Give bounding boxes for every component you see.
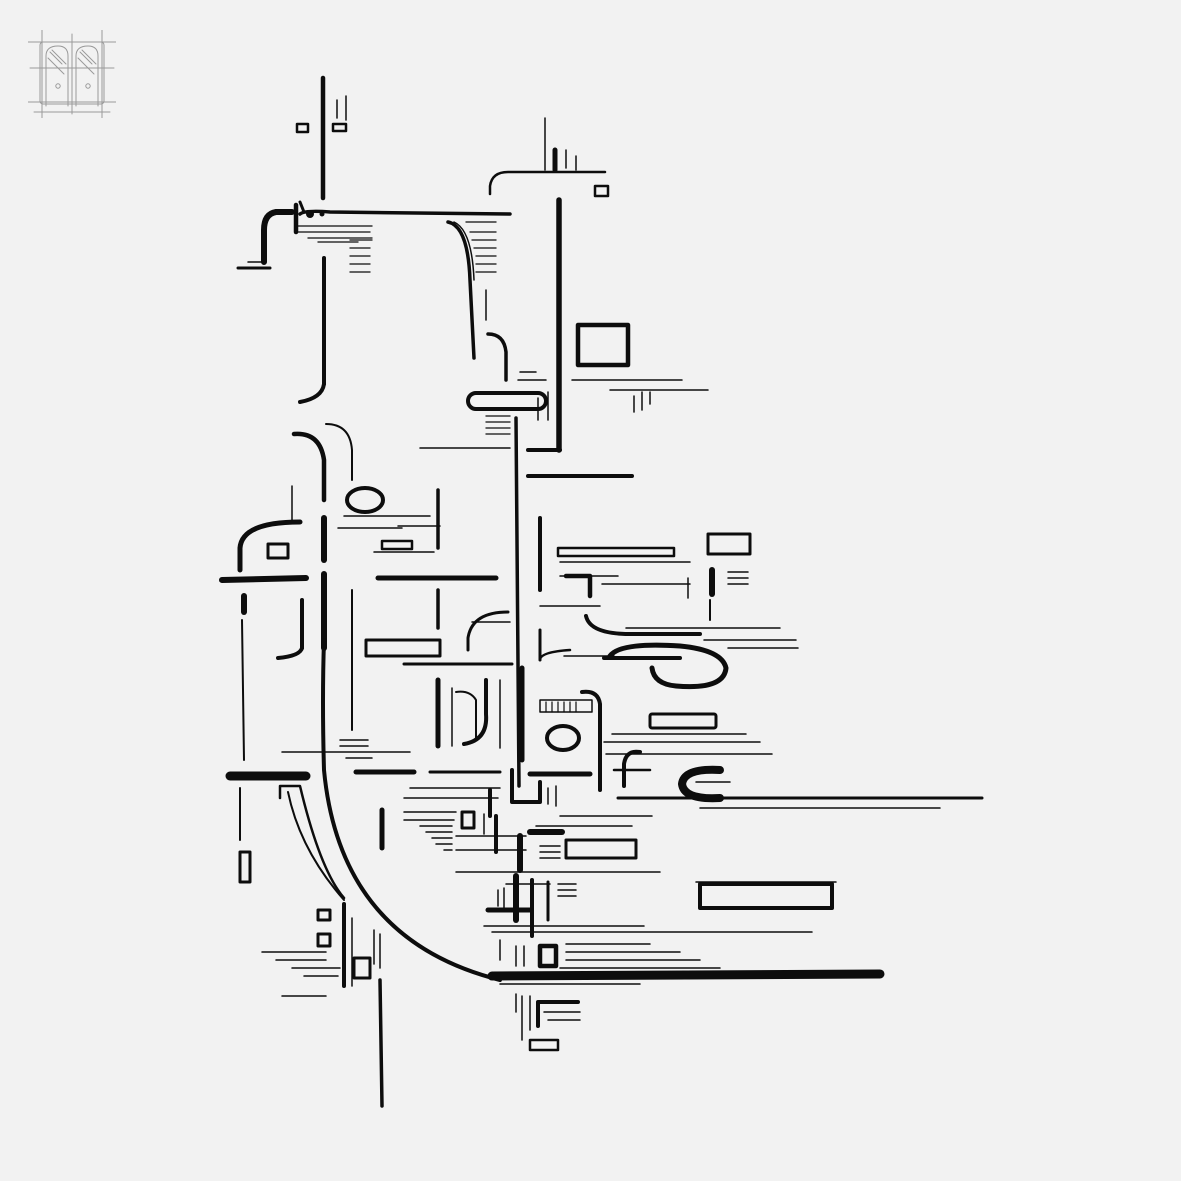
right-middle-cluster bbox=[402, 516, 799, 690]
middle-tower bbox=[419, 117, 610, 788]
left-tower bbox=[236, 75, 512, 404]
sketch-monogram-logo-icon bbox=[28, 30, 116, 118]
main-base-line bbox=[487, 969, 885, 981]
letterform-cluster bbox=[435, 665, 773, 807]
left-middle-cluster bbox=[219, 423, 499, 761]
upper-right-block bbox=[526, 322, 709, 478]
horizontal-rules bbox=[225, 739, 984, 827]
lower-left-blocks bbox=[238, 784, 385, 1108]
main-sweep-curve bbox=[321, 638, 502, 982]
bottom-stem bbox=[515, 993, 581, 1052]
lower-center-cluster bbox=[403, 810, 837, 969]
